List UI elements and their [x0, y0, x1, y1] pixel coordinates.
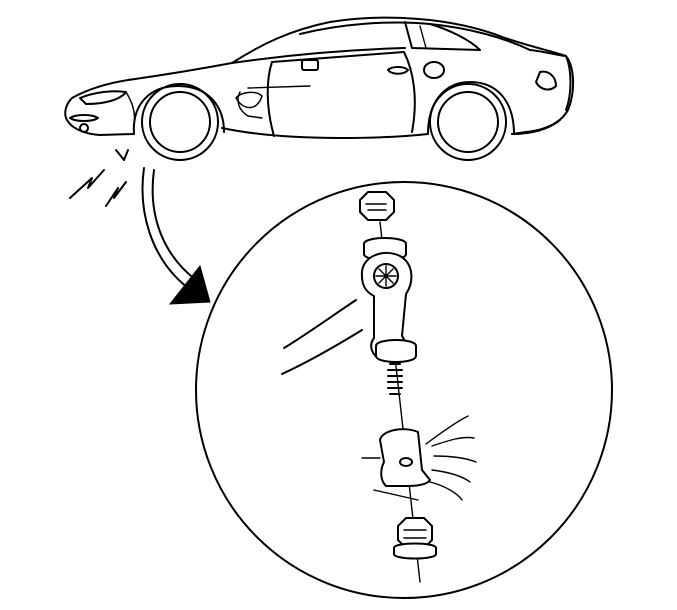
impact-lightning-mark — [69, 149, 129, 207]
callout-arrow-head — [168, 264, 211, 305]
windshield-line — [231, 47, 406, 64]
front-wheel-rim — [149, 91, 211, 153]
lightning-bolt-2 — [105, 181, 127, 207]
callout-arrow-shaft-inner — [151, 169, 197, 281]
fuel-door — [423, 61, 445, 79]
bottom-nut-face — [403, 529, 427, 539]
threaded-stud — [387, 363, 403, 395]
control-arm-contour-1 — [431, 436, 477, 463]
front-wheel-tire — [141, 83, 219, 161]
front-fender-vent — [235, 91, 263, 109]
control-arm-contour-2 — [429, 469, 471, 501]
control-arm-contour-3 — [425, 415, 469, 445]
door-handle — [387, 66, 409, 75]
bottom-nut-body — [397, 517, 433, 549]
rear-wheel-tire — [429, 83, 507, 161]
top-hex-nut — [359, 191, 395, 221]
ball-joint-star — [375, 265, 397, 287]
surrounding-component-lines — [281, 299, 477, 501]
rear-wheel-rim — [437, 91, 499, 153]
bracket-bolt-hole — [399, 457, 413, 467]
detail-magnifier-circle — [195, 181, 613, 599]
stabilizer-bar-upper — [283, 299, 357, 349]
stabilizer-link-assembly — [359, 191, 437, 583]
rear-deck — [529, 49, 572, 111]
door-outline — [266, 51, 416, 137]
lower-bushing — [375, 339, 417, 363]
car-rocker-line — [221, 127, 429, 139]
taillight — [535, 70, 557, 91]
bottom-flange-nut — [393, 517, 437, 560]
body-side-crease — [237, 85, 311, 119]
front-marker-light — [69, 114, 99, 122]
bottom-nut-flange — [393, 542, 437, 560]
top-nut-face — [365, 203, 387, 211]
side-window — [404, 21, 481, 51]
lightning-bolt-1 — [69, 169, 105, 199]
bracket-edge — [361, 457, 419, 501]
front-fascia-line — [125, 91, 136, 125]
front-wheel-arch — [132, 85, 225, 135]
roof-line — [299, 21, 531, 51]
stabilizer-bar-lower — [281, 329, 363, 375]
callout-arrow — [141, 167, 211, 305]
car-side-view — [64, 16, 574, 161]
callout-arrow-shaft — [141, 167, 189, 289]
headlight — [79, 90, 127, 105]
fog-light — [79, 123, 89, 133]
rear-bumper — [511, 119, 561, 135]
top-nut-body — [359, 191, 395, 221]
side-mirror — [301, 59, 319, 71]
lightning-bolt-3 — [115, 149, 129, 161]
rear-quarter-window — [419, 25, 427, 49]
car-body-outline — [64, 16, 574, 135]
